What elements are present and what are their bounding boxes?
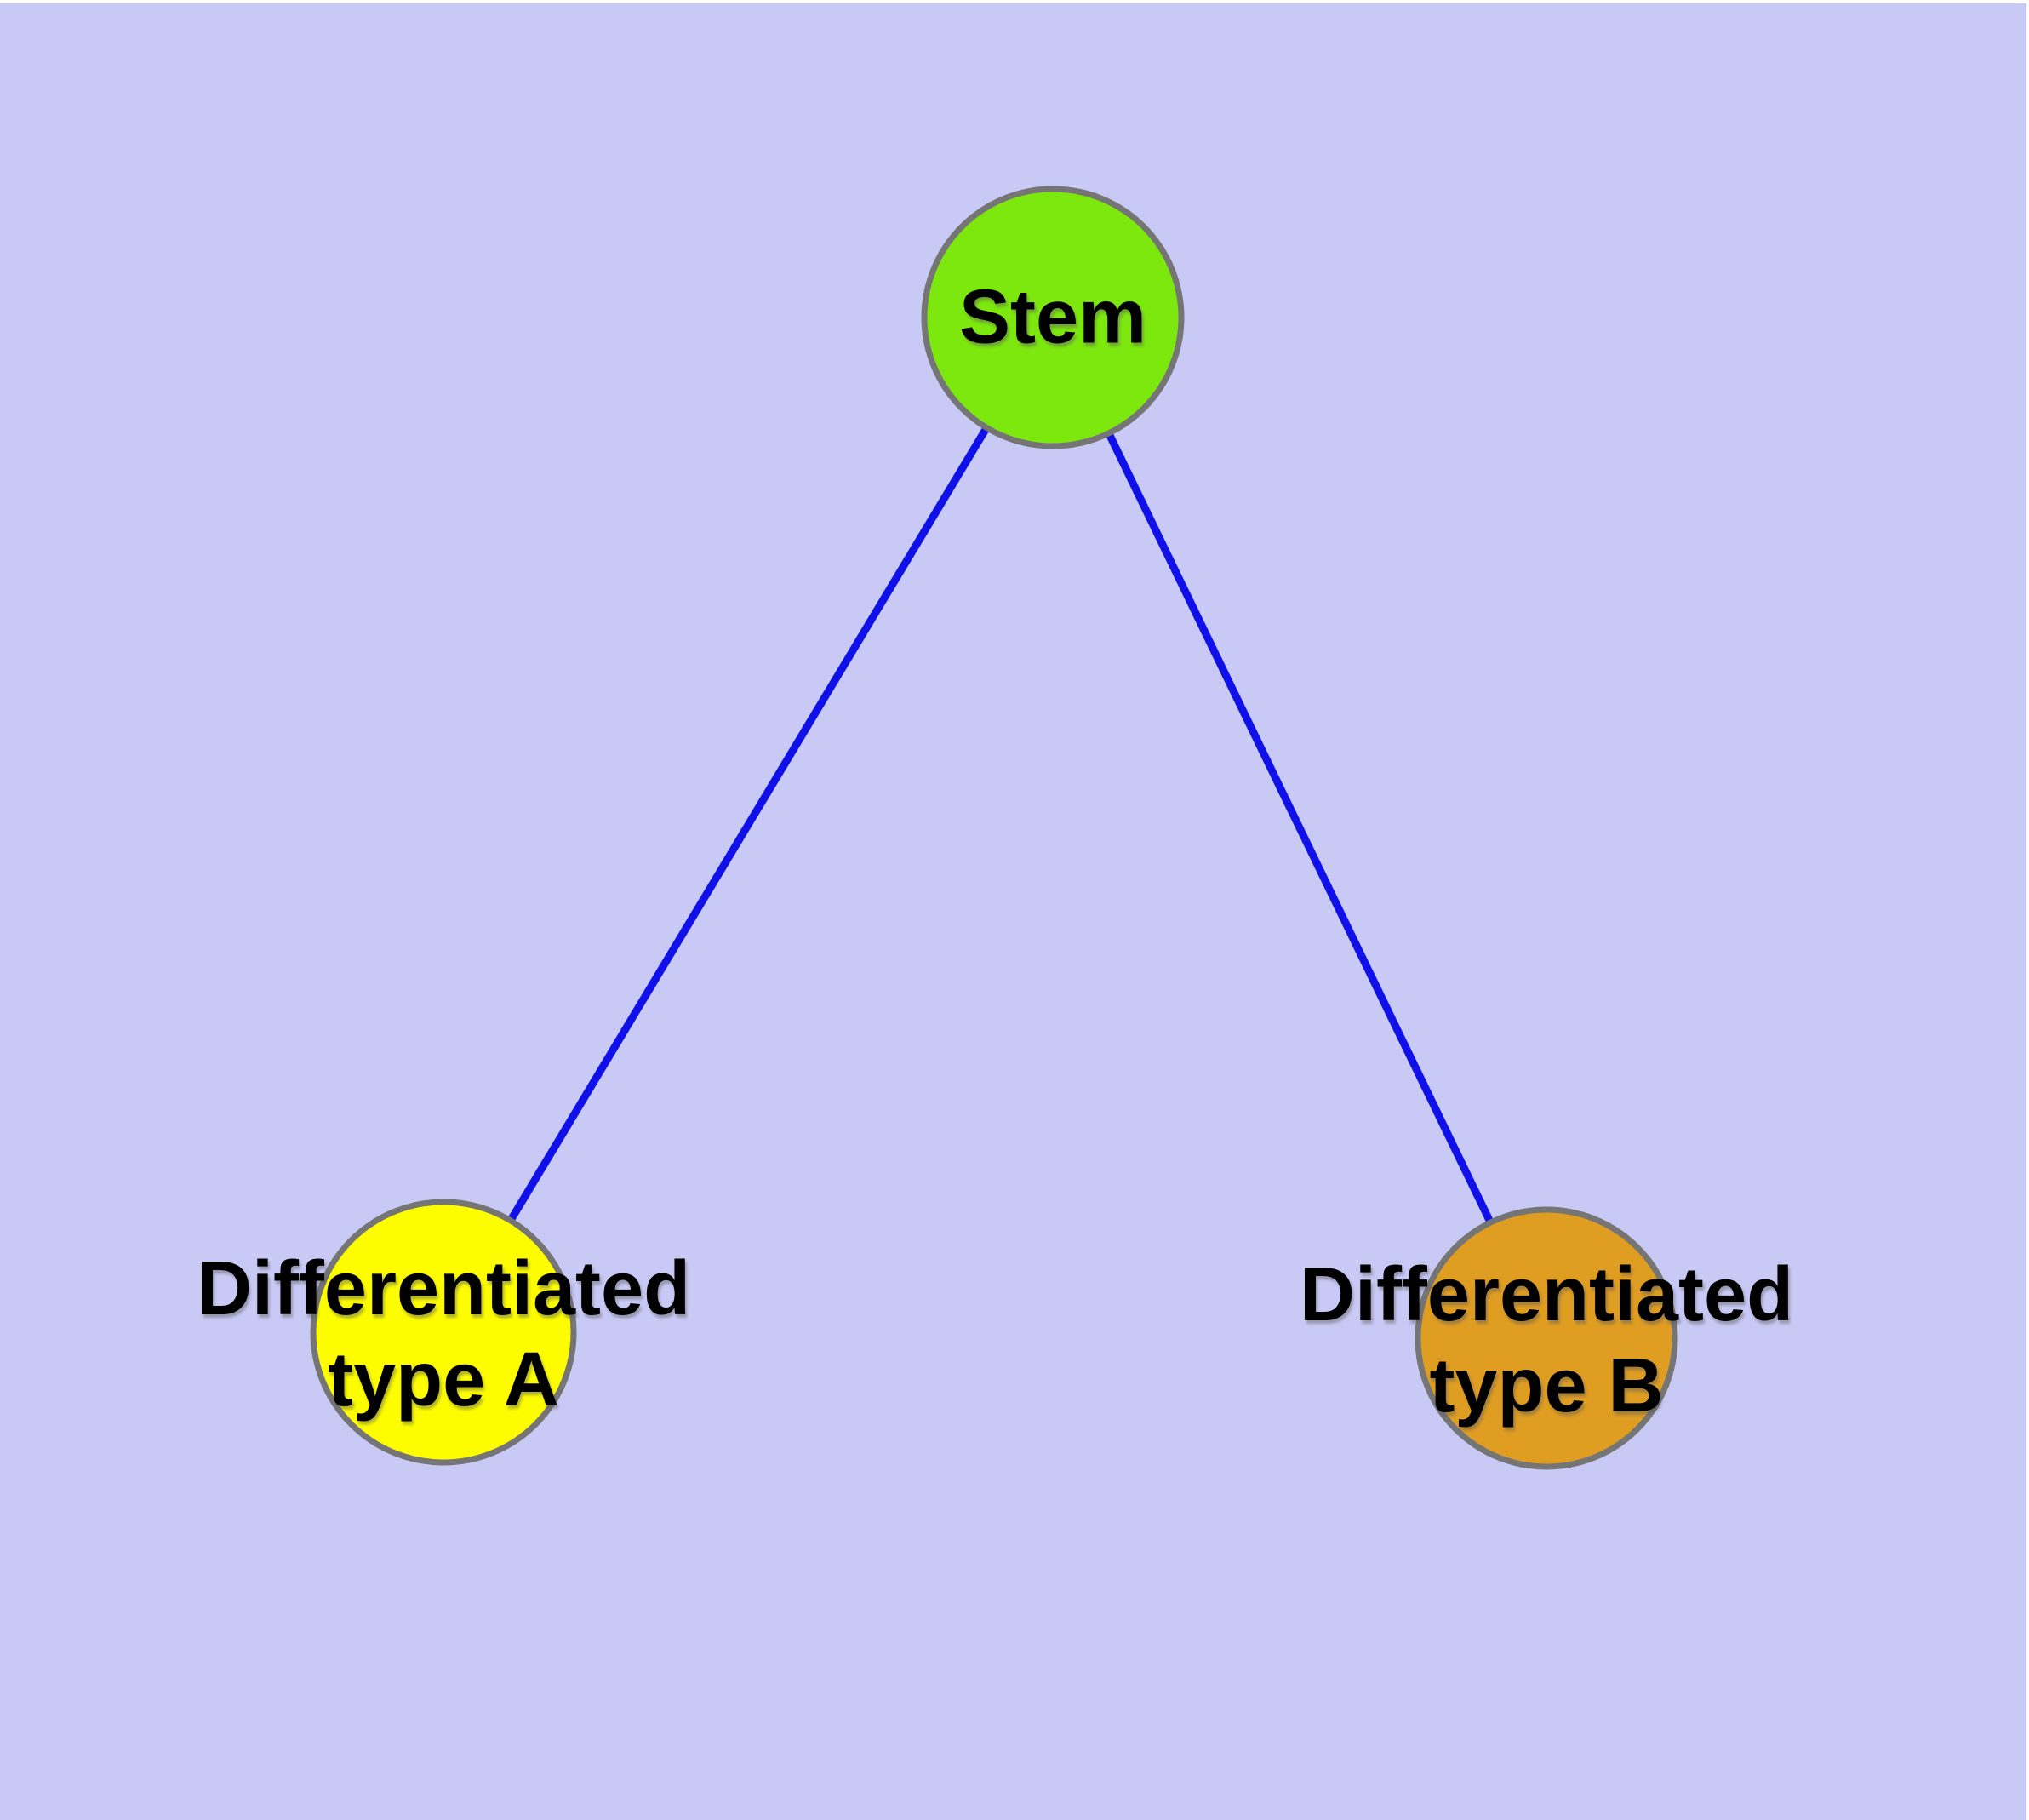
node-type-b-label: Differentiated type B [1300,1250,1793,1432]
node-type-a-label: Differentiated type A [197,1244,690,1426]
node-type-a-label-line-1: Differentiated [196,1245,691,1331]
node-stem [921,186,1185,449]
node-type-a-label-line-2: type A [328,1337,559,1422]
edge-stem-to-type-b [1049,316,1551,1340]
node-differentiated-type-b [1415,1206,1678,1470]
edge-stem-to-type-a [440,315,1056,1335]
node-type-b-label-line-1: Differentiated [1299,1251,1794,1337]
node-stem-label: Stem [958,274,1147,360]
node-type-b-label-line-2: type B [1429,1343,1664,1428]
node-differentiated-type-a [310,1199,577,1466]
